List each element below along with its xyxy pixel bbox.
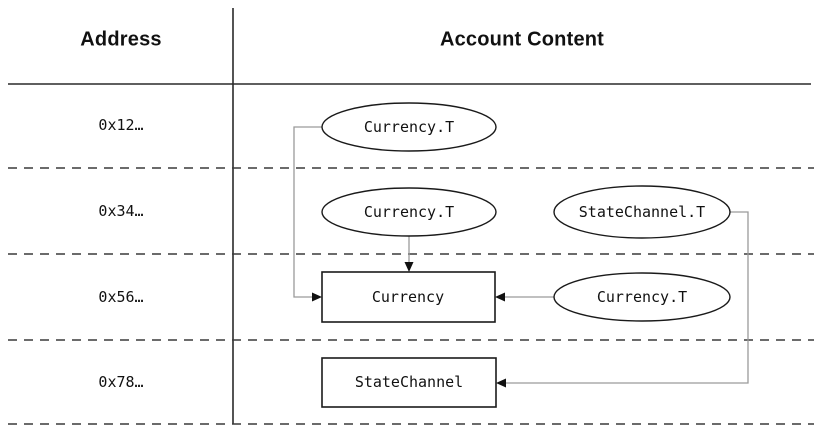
ellipse-currency-t-row2 xyxy=(321,187,497,237)
node-label-currency-t-row2: Currency.T xyxy=(363,203,455,221)
ellipse-currency-t-row3 xyxy=(553,272,731,322)
connector-statechannel-resource-to-module xyxy=(505,211,749,384)
address-cell-row1: 0x12… xyxy=(98,116,144,134)
address-cell-row3: 0x56… xyxy=(98,288,144,306)
arrowhead-into-currency-right xyxy=(495,292,505,302)
rect-statechannel-module xyxy=(321,357,497,408)
node-label-currency-module: Currency xyxy=(371,288,445,306)
ellipse-currency-t-row1 xyxy=(321,102,497,152)
rect-currency-module xyxy=(321,271,496,323)
arrowhead-into-currency-left xyxy=(312,292,322,302)
node-label-statechannel-t-row2: StateChannel.T xyxy=(578,203,706,221)
node-label-currency-t-row1: Currency.T xyxy=(363,118,455,136)
address-cell-row2: 0x34… xyxy=(98,202,144,220)
address-cell-row4: 0x78… xyxy=(98,373,144,391)
node-label-statechannel-module: StateChannel xyxy=(354,373,464,391)
connector-row1-resource-to-currency-module xyxy=(293,126,322,298)
arrowhead-into-currency-top xyxy=(404,262,414,272)
ellipse-statechannel-t-row2 xyxy=(553,185,731,239)
address-column-header: Address xyxy=(80,28,162,51)
node-label-currency-t-row3: Currency.T xyxy=(596,288,688,306)
arrowhead-into-statechannel-right xyxy=(496,378,506,388)
account-content-column-header: Account Content xyxy=(439,28,605,51)
